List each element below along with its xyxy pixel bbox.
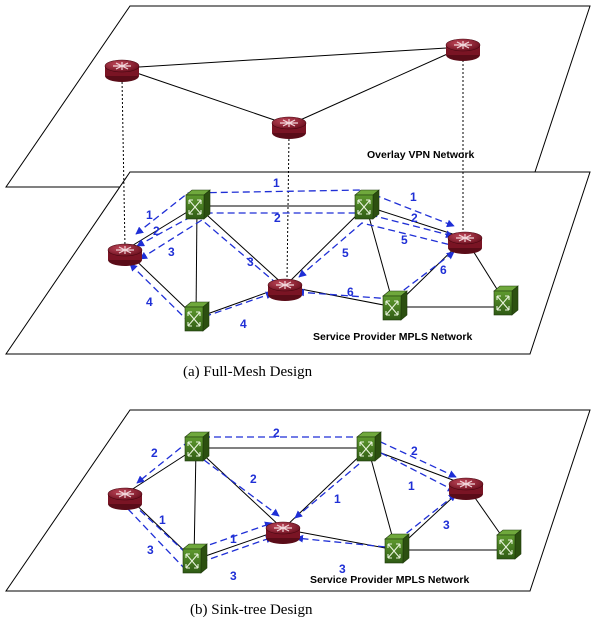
path-label: 3 xyxy=(230,569,237,583)
router-icon xyxy=(107,243,143,267)
mpls-network-label-b: Service Provider MPLS Network xyxy=(310,574,469,586)
path-label: 3 xyxy=(147,543,154,557)
router-icon xyxy=(447,231,483,255)
mpls-switch-icon xyxy=(384,533,410,564)
path-label: 2 xyxy=(151,446,158,460)
path-label: 3 xyxy=(443,518,450,532)
router-icon xyxy=(265,521,301,545)
path-label: 6 xyxy=(440,263,447,277)
path-label: 2 xyxy=(274,211,281,225)
mpls-switch-icon xyxy=(184,301,210,332)
path-label: 3 xyxy=(168,245,175,259)
path-label: 2 xyxy=(273,426,280,440)
caption-b: (b) Sink-tree Design xyxy=(190,602,313,618)
path-label: 2 xyxy=(411,211,418,225)
path-label: 6 xyxy=(347,285,354,299)
path-label: 1 xyxy=(230,532,237,546)
overlay-to-mpls-links xyxy=(121,56,464,281)
router-icon xyxy=(107,487,143,511)
mpls-plane-b xyxy=(5,409,591,592)
path-labels-a: 1 1 1 2 2 2 3 3 4 4 5 5 6 6 xyxy=(146,176,447,331)
path-label: 1 xyxy=(159,513,166,527)
overlay-vpn-plane xyxy=(5,5,591,188)
mpls-switch-icon xyxy=(493,285,519,316)
mpls-switch-icon xyxy=(496,529,522,560)
router-icon xyxy=(104,59,140,83)
mpls-switch-icon xyxy=(356,431,382,462)
path-label: 1 xyxy=(408,479,415,493)
mpls-switch-icon xyxy=(382,290,408,321)
mpls-plane-a xyxy=(5,171,591,355)
mpls-switch-icon xyxy=(354,189,380,220)
path-label: 3 xyxy=(247,255,254,269)
path-labels-b: 2 2 2 2 1 1 1 1 3 3 3 3 xyxy=(147,426,450,583)
path-label: 3 xyxy=(339,562,346,576)
caption-a: (a) Full-Mesh Design xyxy=(183,364,313,380)
overlay-links xyxy=(121,46,464,126)
path-label: 2 xyxy=(250,472,257,486)
path-label: 5 xyxy=(401,233,408,247)
path-label: 1 xyxy=(410,190,417,204)
mpls-network-label-a: Service Provider MPLS Network xyxy=(313,331,472,343)
path-label: 4 xyxy=(146,295,153,309)
path-label: 1 xyxy=(273,176,280,190)
overlay-network-label: Overlay VPN Network xyxy=(367,149,475,161)
path-label: 2 xyxy=(153,224,160,238)
router-icon xyxy=(448,477,484,501)
router-icon xyxy=(267,278,303,302)
mpls-switch-icon xyxy=(184,431,210,462)
path-label: 1 xyxy=(334,492,341,506)
path-label: 2 xyxy=(411,444,418,458)
router-icon xyxy=(271,116,307,140)
mpls-switch-icon xyxy=(182,543,208,574)
path-label: 1 xyxy=(146,208,153,222)
mpls-switch-icon xyxy=(185,189,211,220)
path-label: 4 xyxy=(240,317,247,331)
router-icon xyxy=(445,38,481,62)
path-label: 5 xyxy=(342,246,349,260)
